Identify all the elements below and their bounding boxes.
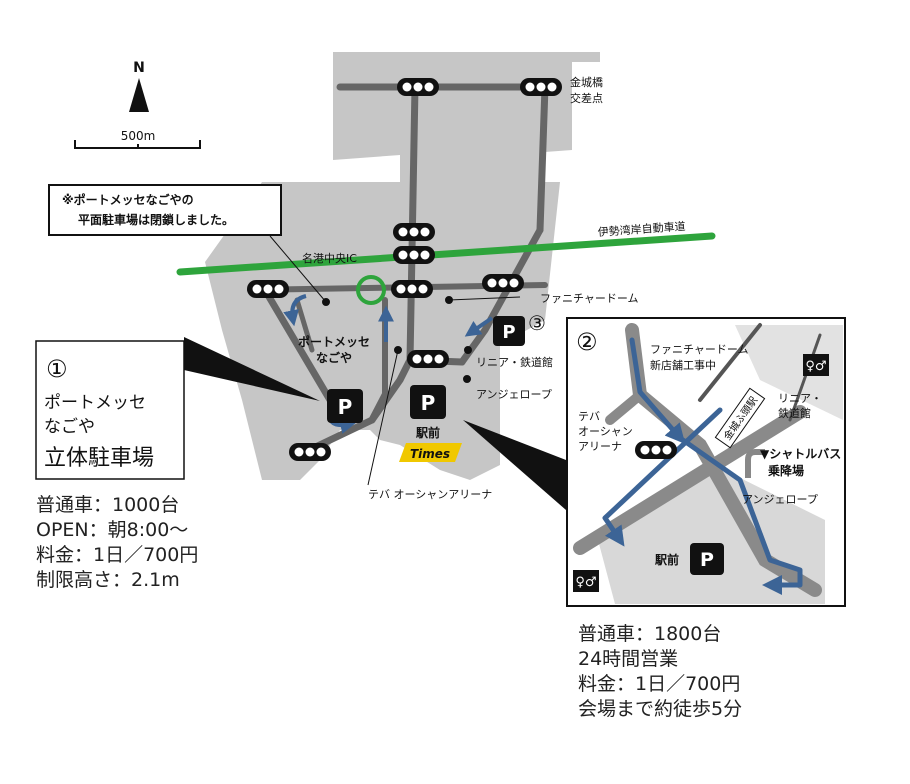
- restroom-icon: ♀♂: [803, 354, 829, 376]
- parking-icon: P: [493, 316, 525, 346]
- inset-arena-label: アリーナ: [578, 440, 622, 453]
- kinjofuto-intersection-label: 交差点: [570, 91, 603, 105]
- expressway-label: 伊勢湾岸自動車道: [597, 219, 686, 239]
- traffic-signal-icon: [289, 443, 331, 461]
- shuttle-bus-label: 乗降場: [768, 463, 804, 478]
- parking1-detail: 料金：1日／700円: [36, 544, 199, 566]
- traffic-signal-icon: [482, 274, 524, 292]
- times-text: Times: [410, 447, 450, 461]
- parking2-detail: 普通車：1800台: [578, 623, 722, 645]
- parking-icon: P: [327, 389, 363, 423]
- svg-text:P: P: [502, 322, 515, 343]
- parking-icon: P: [410, 385, 446, 419]
- inset-furniture-status: 新店舗工事中: [650, 358, 716, 372]
- parking2-details: 普通車：1800台 24時間営業 料金：1日／700円 会場まで約徒歩5分: [578, 622, 742, 722]
- callout-wedge-1: [184, 337, 320, 401]
- parking-icon: P: [690, 543, 724, 575]
- parking2-detail: 会場まで約徒歩5分: [578, 698, 743, 720]
- inset-arena-label: テバ: [578, 410, 600, 423]
- closure-notice: ※ポートメッセなごやの 平面駐車場は閉鎖しました。: [48, 184, 282, 236]
- traffic-signal-icon: [393, 246, 435, 264]
- linear-museum-label: リニア・鉄道館: [476, 355, 553, 369]
- inset-furniture-label: ファニチャードーム: [650, 343, 749, 356]
- traffic-signal-icon: [247, 280, 289, 298]
- inset-linear-label: 鉄道館: [778, 406, 811, 420]
- traffic-signal-icon: [391, 280, 433, 298]
- shuttle-loop: [745, 449, 765, 478]
- furniture-dome-label: ファニチャードーム: [540, 292, 639, 305]
- svg-text:P: P: [338, 395, 353, 419]
- parking1-card: ① ポートメッセ なごや 立体駐車場: [35, 340, 185, 480]
- traffic-signal-icon: [635, 441, 677, 459]
- parking1-name-line3: 立体駐車場: [44, 446, 154, 471]
- inset-linear-label: リニア・: [778, 392, 822, 405]
- expressway-line: [176, 232, 716, 276]
- svg-text:♀♂: ♀♂: [575, 575, 596, 590]
- station-sign: [714, 387, 766, 449]
- parking1-name-line2: なごや: [44, 417, 95, 437]
- notice-line1: ※ポートメッセなごやの: [62, 192, 194, 207]
- inset-ekimae-label: 駅前: [654, 552, 679, 567]
- parking3-number: ③: [528, 311, 546, 335]
- parking1-details: 普通車：1000台 OPEN：朝8:00～ 料金：1日／700円 制限高さ：2.…: [36, 493, 198, 593]
- traffic-signal-icon: [520, 78, 562, 96]
- land-north: [333, 52, 600, 188]
- traffic-signal-icon: [397, 78, 439, 96]
- parking1-number: ①: [46, 355, 68, 383]
- parking1-detail: 普通車：1000台: [36, 494, 180, 516]
- notice-line2: 平面駐車場は閉鎖しました。: [78, 212, 234, 227]
- callout-wedge-2: [463, 420, 566, 510]
- leader-lines: [269, 235, 521, 486]
- inset-map: 金城ふ頭駅 P ♀♂ ♀♂ ② ファニチャードーム 新店舗工事中 テバ オーシャ…: [566, 317, 846, 607]
- inset-angelo-label: アンジェロープ: [742, 493, 818, 506]
- inset-arena-label: オーシャン: [578, 425, 633, 438]
- north-arrow-icon: [129, 78, 149, 112]
- inset-number: ②: [576, 328, 598, 356]
- parking1-detail: 制限高さ：2.1m: [36, 569, 180, 591]
- parking2-detail: 24時間営業: [578, 648, 679, 670]
- north-label: N: [133, 60, 145, 76]
- angelo-label: アンジェロープ: [476, 388, 552, 401]
- compass: N 500m: [74, 60, 201, 149]
- meiko-ic-circle: [356, 275, 386, 305]
- parking1-detail: OPEN：朝8:00～: [36, 519, 189, 541]
- svg-text:P: P: [421, 391, 436, 415]
- svg-text:P: P: [700, 549, 714, 571]
- arena-label: テバ オーシャンアリーナ: [368, 488, 492, 501]
- restroom-icon: ♀♂: [573, 570, 599, 592]
- svg-text:♀♂: ♀♂: [805, 359, 826, 374]
- portmesse-label: ポートメッセ: [298, 334, 370, 349]
- parking2-detail: 料金：1日／700円: [578, 673, 741, 695]
- map-labels: 金城橋 交差点 伊勢湾岸自動車道 名港中央IC ファニチャードーム ポートメッセ…: [298, 75, 686, 501]
- scale-label: 500m: [121, 129, 156, 143]
- traffic-signal-icon: [393, 223, 435, 241]
- meiko-ic-label: 名港中央IC: [302, 251, 357, 265]
- times-logo: Times: [399, 443, 462, 462]
- portmesse-label: なごや: [316, 350, 352, 365]
- roads: [247, 83, 549, 456]
- scale-bar: [74, 140, 201, 149]
- shuttle-bus-label: ▼シャトルバス: [760, 447, 841, 461]
- traffic-signal-icon: [407, 350, 449, 368]
- ekimae-label: 駅前: [415, 425, 440, 440]
- kinjofuto-intersection-label: 金城橋: [570, 75, 603, 89]
- parking1-name-line1: ポートメッセ: [44, 393, 146, 413]
